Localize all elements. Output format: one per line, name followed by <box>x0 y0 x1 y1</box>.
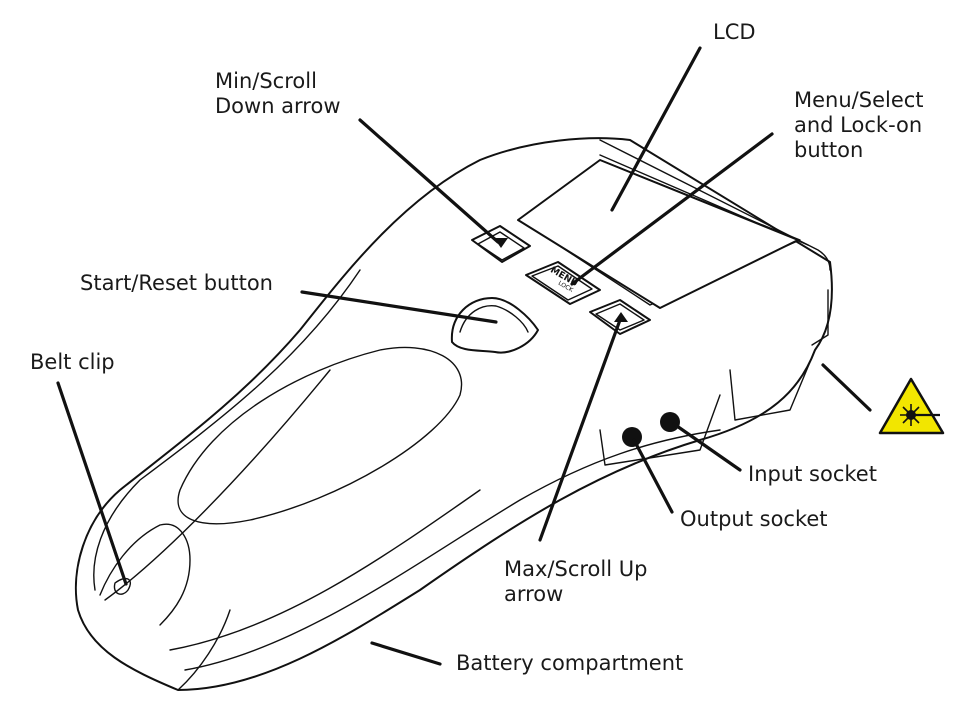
label-min-scroll-down: Min/Scroll Down arrow <box>215 69 341 118</box>
laser-warning-icon <box>878 377 945 435</box>
leader-laser-warning <box>821 363 872 412</box>
input-socket <box>660 412 680 432</box>
leader-min-scroll-down <box>358 118 500 244</box>
leader-belt-clip <box>56 381 128 586</box>
leader-lcd <box>610 46 702 212</box>
label-menu-select: Menu/Select and Lock-on button <box>794 88 924 162</box>
label-output-socket: Output socket <box>680 507 828 531</box>
leader-start-reset <box>300 290 498 324</box>
label-start-reset: Start/Reset button <box>80 271 273 295</box>
triangle-up-icon <box>614 312 628 322</box>
output-socket <box>622 427 642 447</box>
leader-menu-select <box>570 132 774 286</box>
leader-max-scroll-up <box>538 318 622 542</box>
start-reset-button[interactable] <box>450 297 539 354</box>
label-max-scroll-up: Max/Scroll Up arrow <box>504 557 648 606</box>
lcd-screen <box>517 159 799 309</box>
label-lcd: LCD <box>713 20 756 44</box>
label-belt-clip: Belt clip <box>30 350 115 374</box>
label-input-socket: Input socket <box>748 462 877 486</box>
leader-battery-compartment <box>370 641 442 666</box>
leader-input-socket <box>672 422 742 472</box>
label-battery-compartment: Battery compartment <box>456 651 684 675</box>
max-scroll-up-button[interactable] <box>589 299 651 335</box>
leader-output-socket <box>632 438 674 514</box>
leader-lines <box>56 46 872 666</box>
